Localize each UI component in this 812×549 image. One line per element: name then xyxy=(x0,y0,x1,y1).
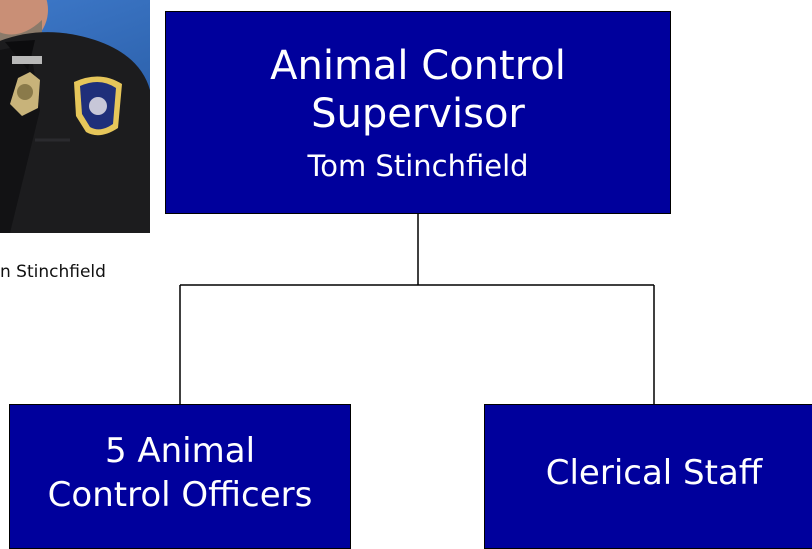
officers-label-line1: 5 Animal xyxy=(104,430,256,471)
supervisor-photo xyxy=(0,0,150,233)
officer-portrait-graphic xyxy=(0,0,150,233)
photo-caption: n Stinchfield xyxy=(0,262,106,282)
officers-node: 5 Animal Control Officers xyxy=(9,404,351,549)
clerical-node: Clerical Staff xyxy=(484,404,812,549)
officers-label-line2: Control Officers xyxy=(47,474,313,515)
supervisor-name: Tom Stinchfield xyxy=(307,148,529,183)
supervisor-title-line1: Animal Control xyxy=(270,42,566,89)
supervisor-node: Animal Control Supervisor Tom Stinchfiel… xyxy=(165,11,671,214)
supervisor-title-line2: Supervisor xyxy=(311,90,525,137)
clerical-label: Clerical Staff xyxy=(545,452,763,493)
